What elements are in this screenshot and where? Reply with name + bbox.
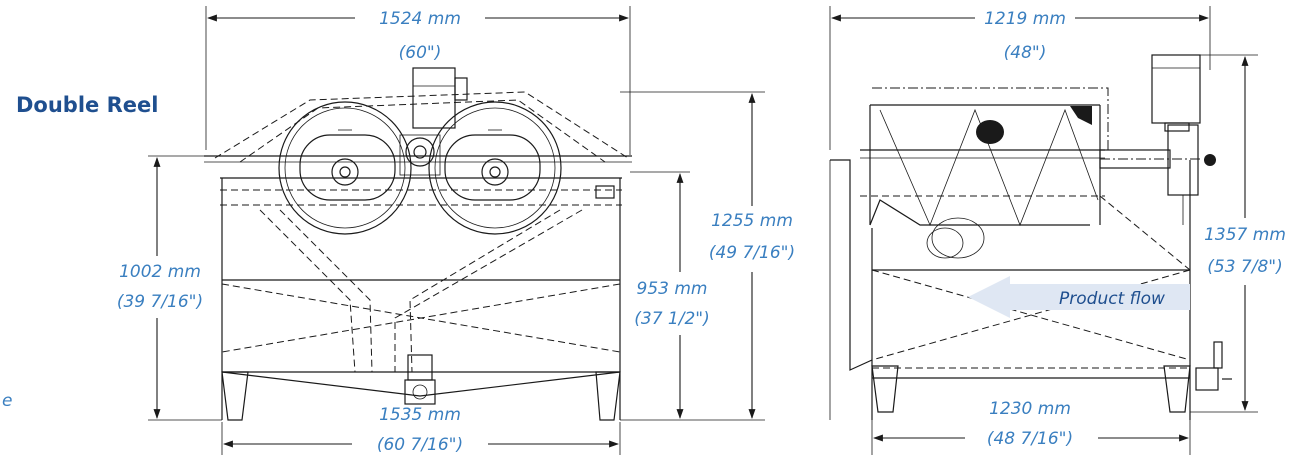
edge-mark: e [2, 391, 12, 411]
front-bottom-slope [221, 371, 621, 397]
front-inner-height-mm: 953 mm [637, 279, 708, 299]
front-motor-box [454, 77, 468, 101]
side-motor [1151, 54, 1201, 124]
side-right-height-mm: 1357 mm [1204, 225, 1286, 245]
front-right-height-in: (49 7/16") [709, 243, 795, 263]
front-right-height-mm: 1255 mm [711, 211, 793, 231]
front-motor [412, 67, 456, 129]
side-discharge-1 [931, 217, 985, 259]
diagram-title: Double Reel [16, 93, 158, 117]
side-bottom-width-in: (48 7/16") [987, 429, 1073, 449]
side-inlet-blob [976, 120, 1004, 144]
front-leg-left [221, 371, 249, 421]
side-leg-right [1163, 365, 1191, 413]
front-leg-right [595, 371, 621, 421]
front-left-height-in: (39 7/16") [117, 292, 203, 312]
front-bottom-width-mm: 1535 mm [379, 405, 461, 425]
side-right-height-in: (53 7/8") [1207, 257, 1282, 277]
side-gearbox [1167, 124, 1199, 196]
product-flow-arrow [968, 276, 1190, 318]
side-hood [872, 87, 1109, 150]
front-drive-gear [405, 137, 435, 167]
side-top-width-in: (48") [1004, 43, 1047, 63]
front-top-width-mm: 1524 mm [379, 9, 461, 29]
product-flow-label: Product flow [1059, 289, 1165, 309]
side-bottom-width-mm: 1230 mm [989, 399, 1071, 419]
side-top-width-mm: 1219 mm [984, 9, 1066, 29]
front-inner-height-in: (37 1/2") [634, 309, 709, 329]
front-left-height-mm: 1002 mm [119, 262, 201, 282]
front-reel-left [278, 101, 412, 235]
side-spiral [879, 108, 1099, 227]
front-reel-right [428, 101, 562, 235]
side-view: 1219 mm (48") [829, 6, 1286, 455]
front-hood [214, 91, 629, 159]
side-leg-left [871, 365, 899, 413]
front-bottom-width-in: (60 7/16") [377, 435, 463, 455]
front-view: 1524 mm (60") [117, 6, 795, 455]
side-chute [830, 159, 873, 371]
side-drain-valve [1195, 367, 1219, 391]
front-top-width-in: (60") [399, 43, 442, 63]
